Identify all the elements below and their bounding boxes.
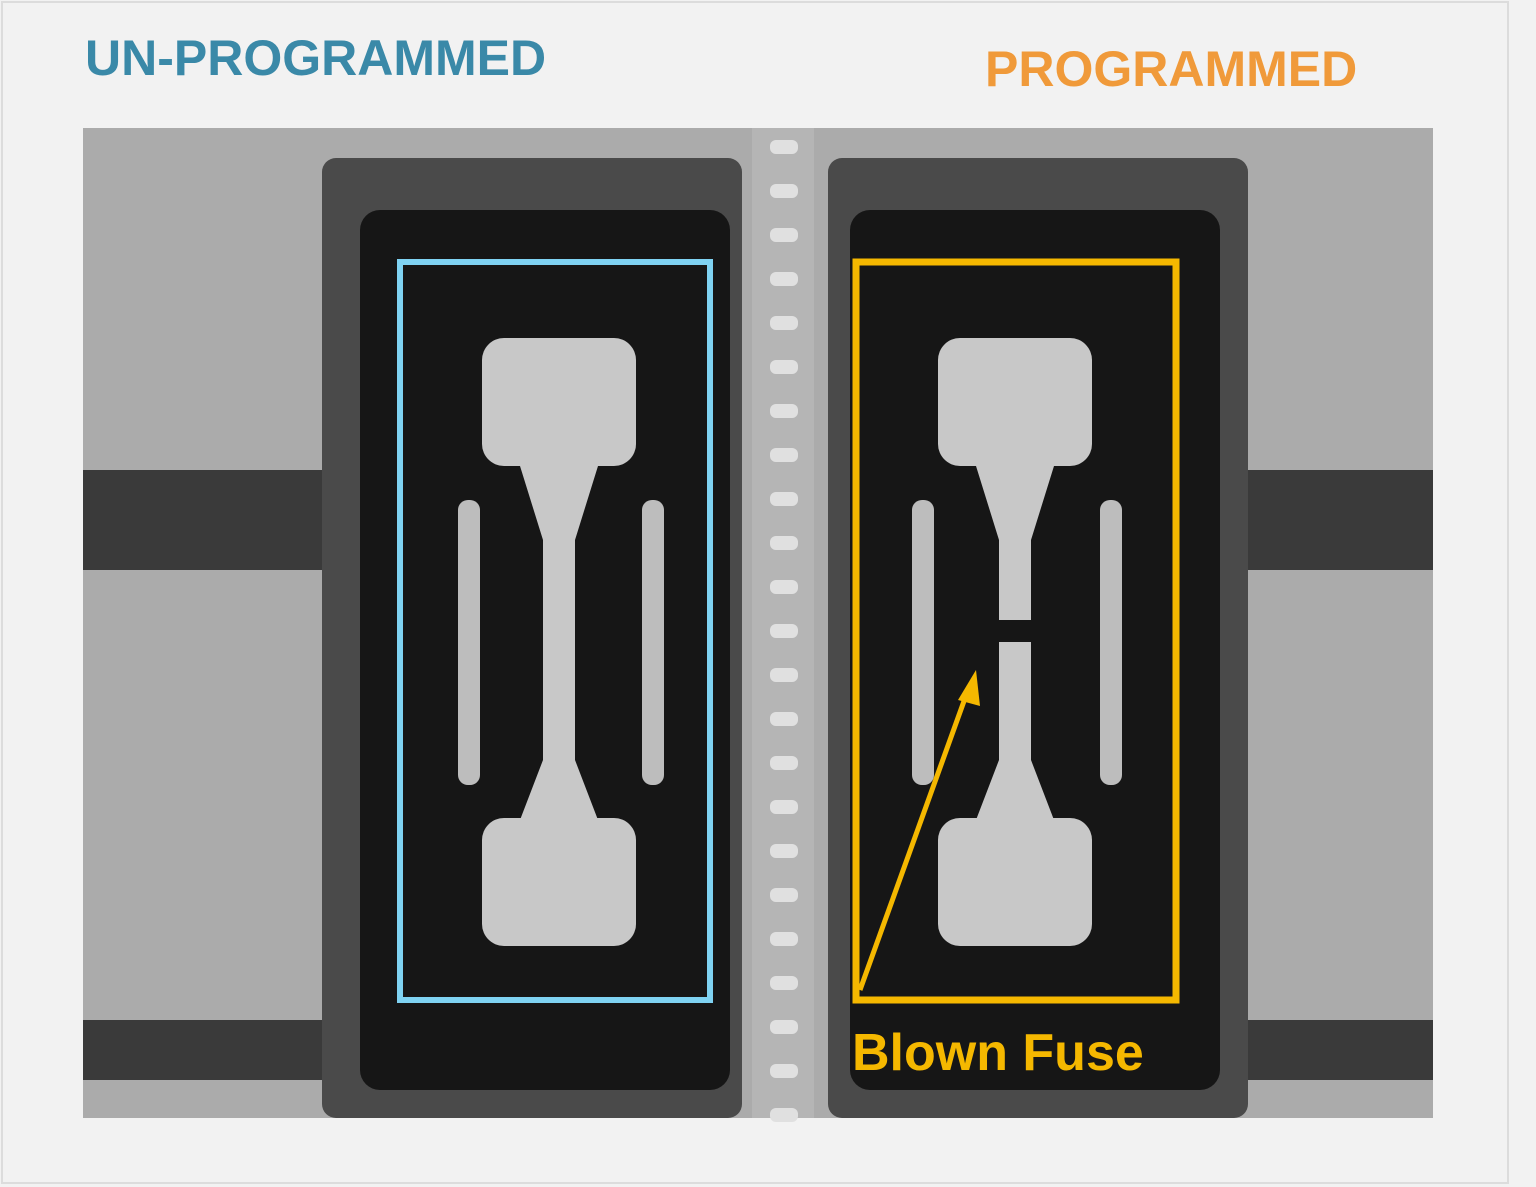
via-dot: [770, 184, 798, 198]
microscope-image: [83, 128, 1433, 1122]
via-dot: [770, 492, 798, 506]
via-dot: [770, 1108, 798, 1122]
via-dot: [770, 712, 798, 726]
programmed-fuse: [912, 338, 1122, 946]
via-dot: [770, 756, 798, 770]
programmed-highlight-box: [852, 258, 1180, 1004]
via-dot: [770, 668, 798, 682]
via-dot: [770, 536, 798, 550]
via-dot: [770, 800, 798, 814]
via-dot: [770, 1020, 798, 1034]
via-dot: [770, 976, 798, 990]
center-via-strip: [752, 128, 814, 1118]
unprogrammed-fuse: [458, 338, 664, 946]
blown-gap: [998, 620, 1034, 642]
unprogrammed-highlight-box: [397, 259, 713, 1003]
via-dot: [770, 228, 798, 242]
arrow-icon: [857, 670, 980, 991]
via-dot: [770, 1064, 798, 1078]
blown-fuse-label: Blown Fuse: [852, 1024, 1144, 1082]
via-dot: [770, 404, 798, 418]
via-dot: [770, 580, 798, 594]
via-dot: [770, 624, 798, 638]
via-dot: [770, 932, 798, 946]
programmed-title: PROGRAMMED: [985, 41, 1357, 97]
unprogrammed-title: UN-PROGRAMMED: [85, 30, 546, 86]
via-dot: [770, 844, 798, 858]
via-dot: [770, 888, 798, 902]
via-dot: [770, 316, 798, 330]
via-dot: [770, 272, 798, 286]
via-dot: [770, 360, 798, 374]
via-dot: [770, 140, 798, 154]
via-dot: [770, 448, 798, 462]
